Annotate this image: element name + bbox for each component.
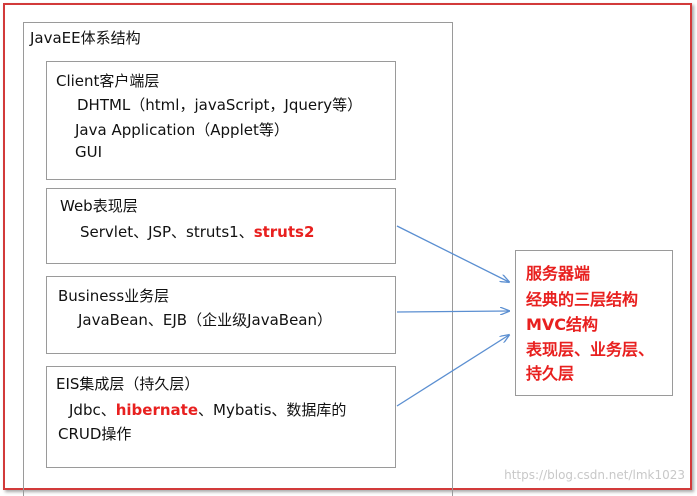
summary-layers-2: 持久层 — [526, 364, 575, 383]
client-tech-gui: GUI — [75, 143, 103, 161]
eis-tech-rest: 、Mybatis、数据库的 — [198, 401, 347, 419]
eis-layer-crud: CRUD操作 — [58, 425, 132, 443]
summary-three-tier: 经典的三层结构 — [526, 290, 639, 309]
web-layer-tech: Servlet、JSP、struts1、struts2 — [80, 221, 314, 242]
summary-layers-1: 表现层、业务层、 — [526, 340, 655, 359]
server-side-summary-box: 服务器端 经典的三层结构 MVC结构 表现层、业务层、 持久层 — [515, 250, 673, 396]
architecture-title: JavaEE体系结构 — [30, 29, 141, 47]
web-layer-title: Web表现层 — [60, 197, 138, 215]
eis-layer-tech: Jdbc、hibernate、Mybatis、数据库的 — [69, 399, 346, 420]
web-tech-struts2: struts2 — [253, 223, 315, 241]
eis-tech-jdbc: Jdbc、 — [69, 401, 116, 419]
summary-server-side: 服务器端 — [526, 264, 591, 283]
eis-layer-title: EIS集成层（持久层） — [56, 375, 200, 393]
client-layer-title: Client客户端层 — [56, 72, 160, 90]
web-layer-box: Web表现层 Servlet、JSP、struts1、struts2 — [46, 188, 396, 264]
web-tech-list: Servlet、JSP、struts1、 — [80, 223, 254, 241]
eis-layer-box: EIS集成层（持久层） Jdbc、hibernate、Mybatis、数据库的 … — [46, 366, 396, 468]
client-tech-dhtml: DHTML（html，javaScript，Jquery等） — [77, 96, 363, 114]
business-layer-tech: JavaBean、EJB（企业级JavaBean） — [78, 311, 332, 329]
eis-tech-hibernate: hibernate — [115, 401, 198, 419]
client-tech-java-application: Java Application（Applet等） — [75, 121, 289, 139]
business-layer-box: Business业务层 JavaBean、EJB（企业级JavaBean） — [46, 276, 396, 354]
client-layer-box: Client客户端层 DHTML（html，javaScript，Jquery等… — [46, 61, 396, 180]
business-layer-title: Business业务层 — [58, 287, 170, 305]
watermark: https://blog.csdn.net/lmk1023 — [504, 468, 685, 482]
summary-mvc: MVC结构 — [526, 315, 599, 334]
